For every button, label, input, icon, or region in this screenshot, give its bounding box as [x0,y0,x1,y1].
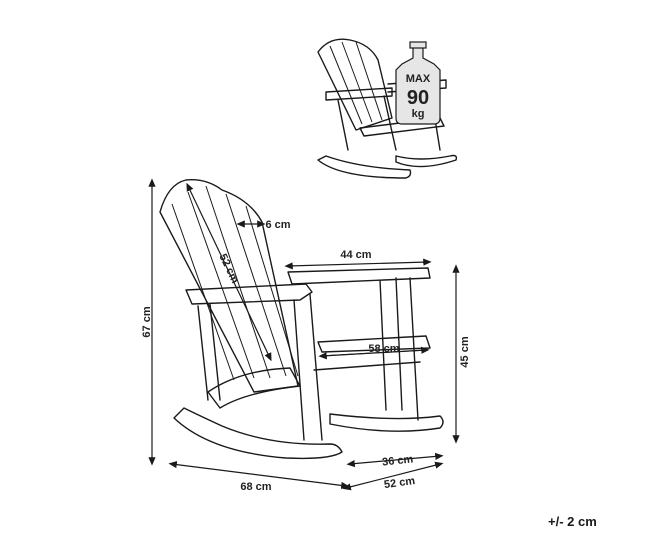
backrest-length-label: 52 cm [216,252,241,285]
weight-badge-max: MAX [406,73,431,85]
weight-icon: MAX 90 kg [395,41,441,125]
armrest-length-arrow [284,258,432,270]
base-depth-label: 68 cm [240,481,271,493]
tolerance-note: +/- 2 cm [548,514,597,529]
slat-width-label: 6 cm [265,219,290,231]
seat-width-label: 58 cm [368,343,399,355]
weight-badge-value: 90 [407,87,429,109]
armrest-length-label: 44 cm [340,249,371,261]
seat-width-arrow [318,346,430,360]
rocking-chair-drawing [159,179,444,460]
front-width-arrow [342,461,444,491]
backrest-length-arrow [186,182,272,362]
weight-badge-unit: kg [412,108,425,120]
base-depth-arrow [168,461,350,489]
seat-height-label: 45 cm [459,336,471,367]
front-depth-label: 36 cm [382,453,414,468]
front-width-label: 52 cm [383,475,416,491]
height-total-label: 67 cm [141,306,153,337]
